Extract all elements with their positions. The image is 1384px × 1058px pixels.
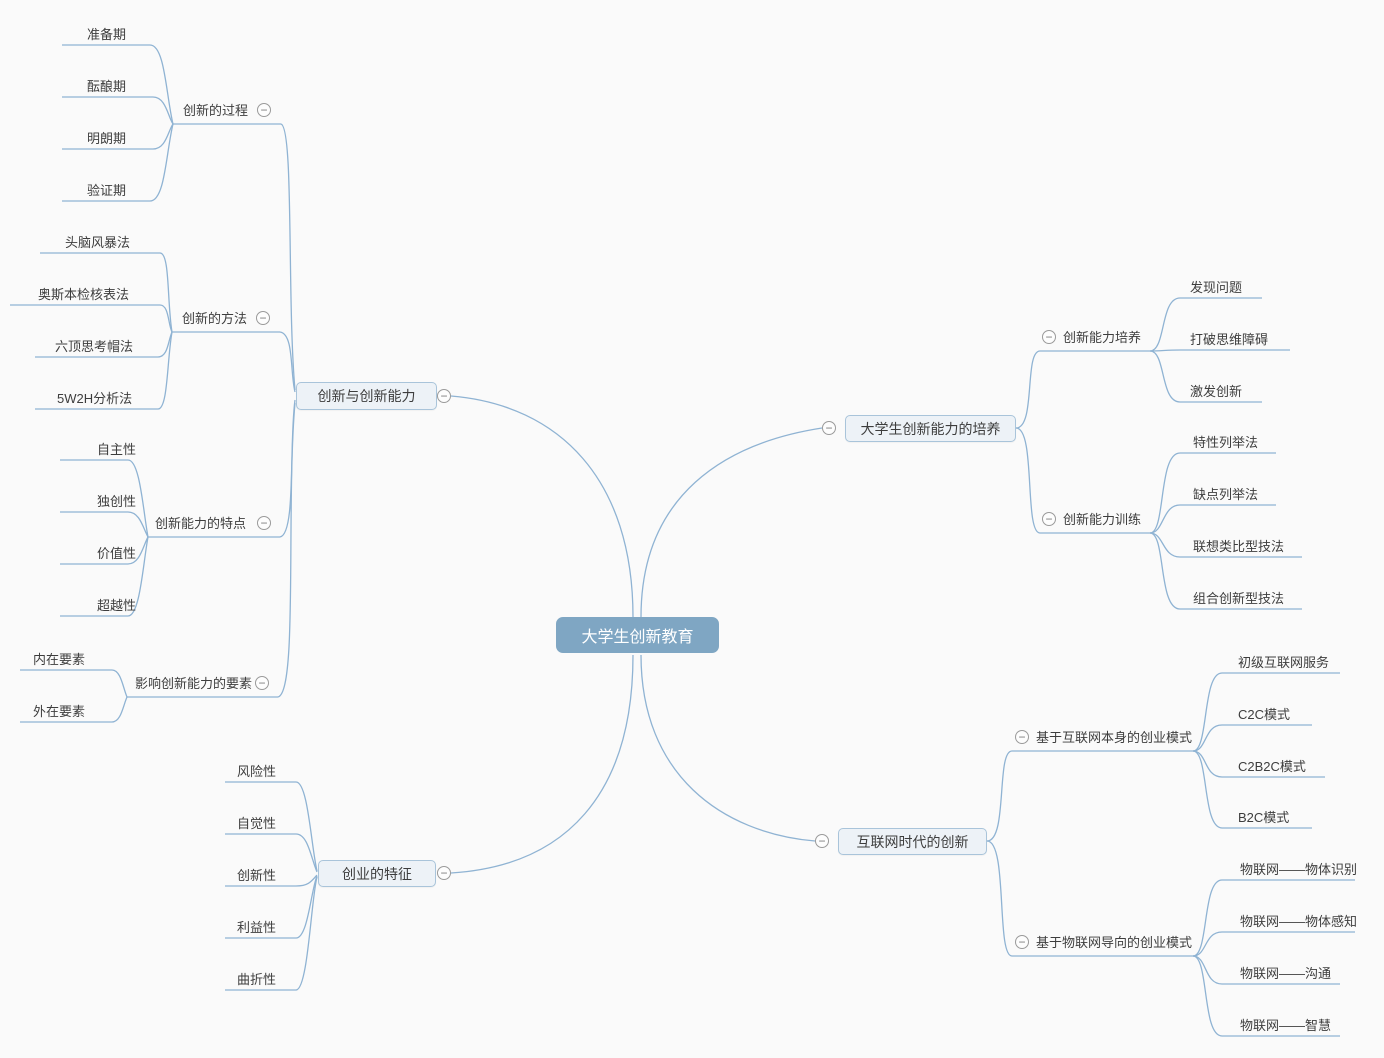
subtopic-iot-oriented-models[interactable]: 基于物联网导向的创业模式: [1036, 935, 1193, 950]
leaf-topic[interactable]: 酝酿期: [87, 79, 127, 94]
collapse-icon[interactable]: −: [437, 389, 451, 403]
leaf-topic[interactable]: 内在要素: [33, 652, 86, 667]
main-topic-cultivation[interactable]: 大学生创新能力的培养: [845, 415, 1016, 442]
collapse-icon[interactable]: −: [1015, 935, 1029, 949]
leaf-topic[interactable]: 物联网——沟通: [1240, 966, 1332, 981]
leaf-topic[interactable]: 物联网——智慧: [1240, 1018, 1332, 1033]
subtopic-ability-traits[interactable]: 创新能力的特点: [155, 516, 247, 531]
leaf-topic[interactable]: 超越性: [97, 598, 137, 613]
collapse-icon[interactable]: −: [822, 421, 836, 435]
collapse-icon[interactable]: −: [257, 516, 271, 530]
subtopic-innovation-process[interactable]: 创新的过程: [183, 103, 249, 118]
central-topic[interactable]: 大学生创新教育: [556, 617, 719, 653]
leaf-topic[interactable]: 5W2H分析法: [57, 391, 133, 406]
leaf-topic[interactable]: 六顶思考帽法: [55, 339, 134, 354]
subtopic-ability-factors[interactable]: 影响创新能力的要素: [135, 676, 253, 691]
leaf-topic[interactable]: 明朗期: [87, 131, 127, 146]
leaf-topic[interactable]: 缺点列举法: [1193, 487, 1259, 502]
subtopic-ability-training[interactable]: 创新能力训练: [1063, 512, 1142, 527]
leaf-topic[interactable]: 价值性: [97, 546, 137, 561]
leaf-topic[interactable]: 物联网——物体感知: [1240, 914, 1358, 929]
leaf-topic[interactable]: 利益性: [237, 920, 277, 935]
leaf-topic[interactable]: C2C模式: [1238, 707, 1291, 722]
leaf-topic[interactable]: 联想类比型技法: [1193, 539, 1285, 554]
leaf-topic[interactable]: 独创性: [97, 494, 137, 509]
subtopic-ability-cultivation[interactable]: 创新能力培养: [1063, 330, 1142, 345]
leaf-topic[interactable]: 曲折性: [237, 972, 277, 987]
leaf-topic[interactable]: 自主性: [97, 442, 137, 457]
leaf-topic[interactable]: 激发创新: [1190, 384, 1243, 399]
leaf-topic[interactable]: 自觉性: [237, 816, 277, 831]
leaf-topic[interactable]: 头脑风暴法: [65, 235, 131, 250]
collapse-icon[interactable]: −: [257, 103, 271, 117]
leaf-topic[interactable]: 创新性: [237, 868, 277, 883]
leaf-topic[interactable]: 发现问题: [1190, 280, 1243, 295]
main-topic-entrepreneurship-traits[interactable]: 创业的特征: [318, 860, 436, 887]
leaf-topic[interactable]: 验证期: [87, 183, 127, 198]
leaf-topic[interactable]: B2C模式: [1238, 810, 1290, 825]
leaf-topic[interactable]: 物联网——物体识别: [1240, 862, 1358, 877]
collapse-icon[interactable]: −: [815, 834, 829, 848]
collapse-icon[interactable]: −: [255, 676, 269, 690]
subtopic-innovation-methods[interactable]: 创新的方法: [182, 311, 248, 326]
leaf-topic[interactable]: 初级互联网服务: [1238, 655, 1330, 670]
collapse-icon[interactable]: −: [1015, 730, 1029, 744]
leaf-topic[interactable]: 组合创新型技法: [1193, 591, 1285, 606]
collapse-icon[interactable]: −: [256, 311, 270, 325]
leaf-topic[interactable]: 特性列举法: [1193, 435, 1259, 450]
collapse-icon[interactable]: −: [1042, 512, 1056, 526]
collapse-icon[interactable]: −: [437, 866, 451, 880]
leaf-topic[interactable]: C2B2C模式: [1238, 759, 1306, 774]
subtopic-internet-based-models[interactable]: 基于互联网本身的创业模式: [1036, 730, 1193, 745]
leaf-topic[interactable]: 风险性: [237, 764, 277, 779]
main-topic-innovation-ability[interactable]: 创新与创新能力: [296, 382, 437, 410]
main-topic-internet-era[interactable]: 互联网时代的创新: [838, 828, 987, 855]
leaf-topic[interactable]: 外在要素: [33, 704, 86, 719]
leaf-topic[interactable]: 准备期: [87, 27, 127, 42]
leaf-topic[interactable]: 打破思维障碍: [1190, 332, 1269, 347]
collapse-icon[interactable]: −: [1042, 330, 1056, 344]
leaf-topic[interactable]: 奥斯本检核表法: [38, 287, 130, 302]
